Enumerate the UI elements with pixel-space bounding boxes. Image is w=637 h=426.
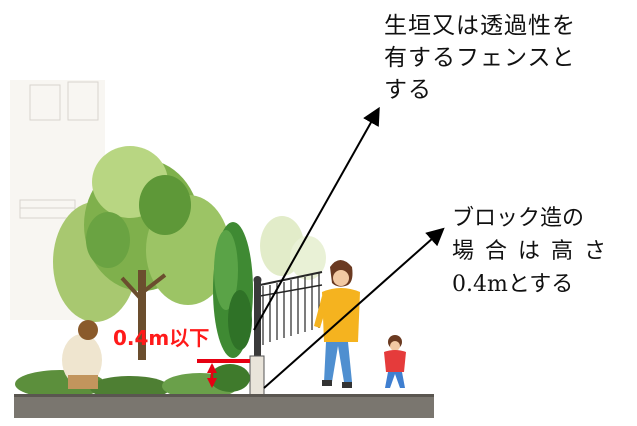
hedge-fence-note-line-3: する	[384, 77, 432, 103]
block-wall-note: ブロック造の 場合は高さ 0.4mとする	[452, 202, 634, 301]
arrow-to-block-note	[263, 227, 445, 389]
ground-strip	[14, 394, 434, 418]
block-wall-note-line-2: 場合は高さ	[452, 239, 618, 264]
tree-left	[53, 146, 230, 360]
hedge-fence-note: 生垣又は透過性を 有するフェンスと する	[384, 10, 634, 106]
arrow-to-hedge-note	[253, 106, 380, 331]
height-limit-label: 0.4m以下	[113, 326, 210, 350]
hedge-fence-note-line-2: 有するフェンスと	[384, 45, 576, 71]
iron-fence	[253, 271, 323, 402]
gardener-figure	[62, 320, 102, 389]
block-wall-note-line-1: ブロック造の	[452, 206, 585, 231]
block-wall-note-line-3: 0.4mとする	[452, 272, 574, 297]
shrub-right	[213, 222, 253, 358]
child-figure	[384, 335, 406, 388]
hedge-fence-note-line-1: 生垣又は透過性を	[384, 13, 576, 39]
woman-figure	[314, 260, 360, 388]
distant-trees	[260, 216, 326, 280]
